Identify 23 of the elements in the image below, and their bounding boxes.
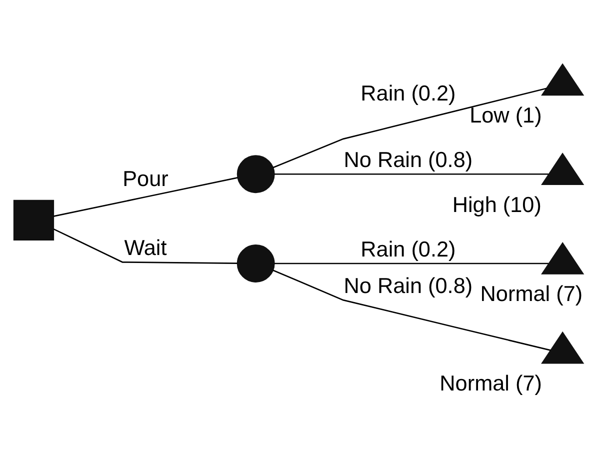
edge-label: Pour [122, 166, 168, 191]
connector [53, 228, 238, 264]
node-circle [236, 154, 275, 193]
node-label: Low (1) [470, 102, 542, 127]
connector [274, 262, 548, 264]
node-box [13, 199, 54, 240]
node-triangle [541, 241, 584, 274]
edge-label: No Rain (0.8) [344, 146, 473, 172]
connector [272, 269, 551, 350]
connector [53, 176, 238, 216]
node-label: Normal (7) [480, 280, 583, 306]
edge-label: Rain (0.2) [360, 236, 456, 261]
edge-label: Wait [124, 234, 167, 260]
edge-label: No Rain (0.8) [344, 272, 473, 298]
node-label: High (10) [452, 191, 542, 216]
node-circle [236, 244, 275, 282]
node-triangle [541, 330, 584, 364]
node-triangle [541, 62, 584, 96]
connector [274, 172, 548, 174]
node-triangle [541, 152, 584, 184]
node-label: Normal (7) [440, 370, 542, 396]
edge-label: Rain (0.2) [360, 80, 456, 106]
connector [272, 87, 547, 168]
